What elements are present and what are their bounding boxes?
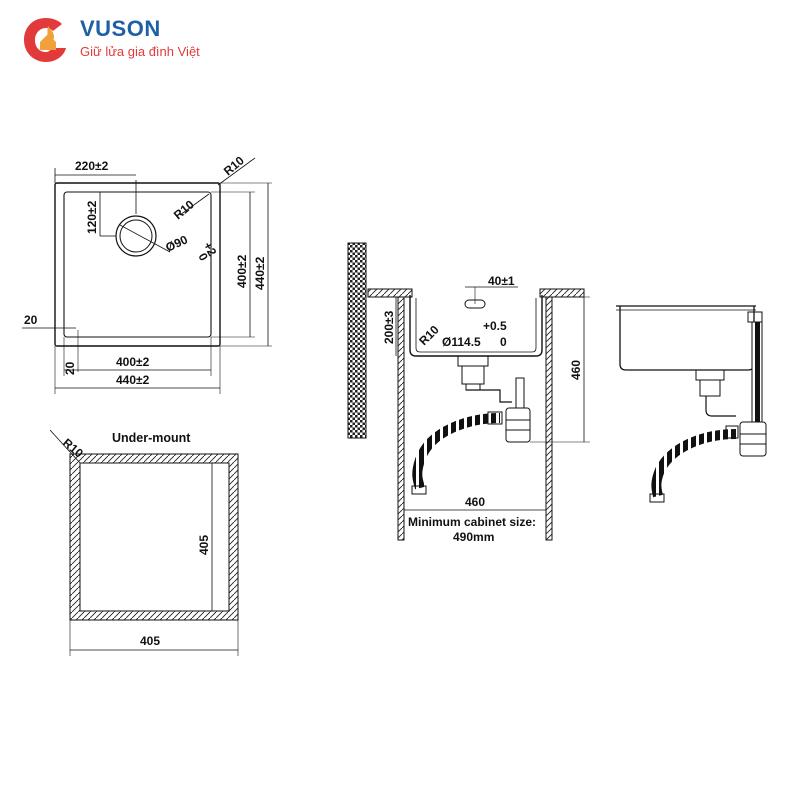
dim-120: 120±2: [85, 200, 99, 234]
undermount-dim-405-vertical: 405: [197, 535, 211, 555]
dim-drain-tol-zero: 0: [195, 251, 211, 264]
trap-body: [505, 407, 531, 443]
undermount-title: Under-mount: [112, 431, 191, 445]
undermount-dim-405-horizontal: 405: [140, 634, 160, 648]
section-dim-tol: +0.5: [483, 319, 507, 333]
section-dim-40: 40±1: [488, 274, 515, 288]
cabinet-wall-left: [397, 296, 405, 541]
dim-drain-tol-plus: +2: [200, 240, 219, 259]
dim-440-vertical: 440±2: [253, 256, 267, 290]
sink-inner-bowl: [63, 191, 212, 338]
dim-r10-inner: R10: [171, 197, 197, 222]
brand-tagline: Giữ lửa gia đình Việt: [80, 44, 200, 59]
dim-20-left: 20: [24, 313, 38, 327]
section-dim-460-vertical: 460: [569, 360, 583, 380]
sink-outer-rim: [54, 182, 221, 347]
section-dim-r10: R10: [416, 322, 442, 348]
countertop-left: [367, 288, 413, 298]
side-trap-body: [739, 421, 767, 457]
drain-hose: [412, 413, 501, 490]
side-sink-body: [616, 305, 756, 371]
side-overflow-tube: [751, 321, 763, 423]
dim-20-bottom: 20: [63, 361, 77, 375]
drain-hole-outer: [115, 215, 157, 257]
drain-hole-inner: [119, 219, 153, 253]
top-view: [22, 157, 272, 394]
section-dim-drain: Ø114.5: [442, 335, 481, 349]
side-view: [616, 305, 767, 503]
dim-220: 220±2: [75, 159, 109, 173]
cabinet-wall-right: [545, 296, 553, 541]
undermount-view: [49, 429, 239, 656]
dim-400-vertical: 400±2: [235, 254, 249, 288]
undermount-frame: [69, 453, 239, 621]
section-dim-460-horizontal: 460: [465, 495, 485, 509]
dim-400-horizontal: 400±2: [116, 355, 150, 369]
section-dim-drain-zero: 0: [500, 335, 507, 349]
countertop-right: [539, 288, 585, 298]
section-view-labels: 40±1 200±3 R10 +0.5 Ø114.5 0 460 460 Min…: [382, 274, 583, 544]
cabinet-label: Minimum cabinet size:: [408, 515, 536, 529]
drain-basket: [457, 355, 489, 367]
dim-drain-diameter: Ø90: [163, 232, 190, 254]
wall-tiles: [347, 242, 367, 439]
top-view-labels: 220±2 R10 R10 120±2 Ø90 +2 0 400±2 440±2…: [24, 153, 267, 387]
dim-440-horizontal: 440±2: [116, 373, 150, 387]
cabinet-value: 490mm: [453, 530, 494, 544]
brand-name: VUSON: [80, 16, 161, 41]
section-dim-200: 200±3: [382, 310, 396, 344]
overflow-pipe: [515, 377, 525, 409]
side-drain-hose: [651, 429, 737, 498]
section-view: [347, 242, 590, 541]
brand-logo: VUSON Giữ lửa gia đình Việt: [18, 12, 278, 72]
flame-house-icon: [24, 18, 66, 62]
dim-r10-outer: R10: [221, 153, 247, 178]
